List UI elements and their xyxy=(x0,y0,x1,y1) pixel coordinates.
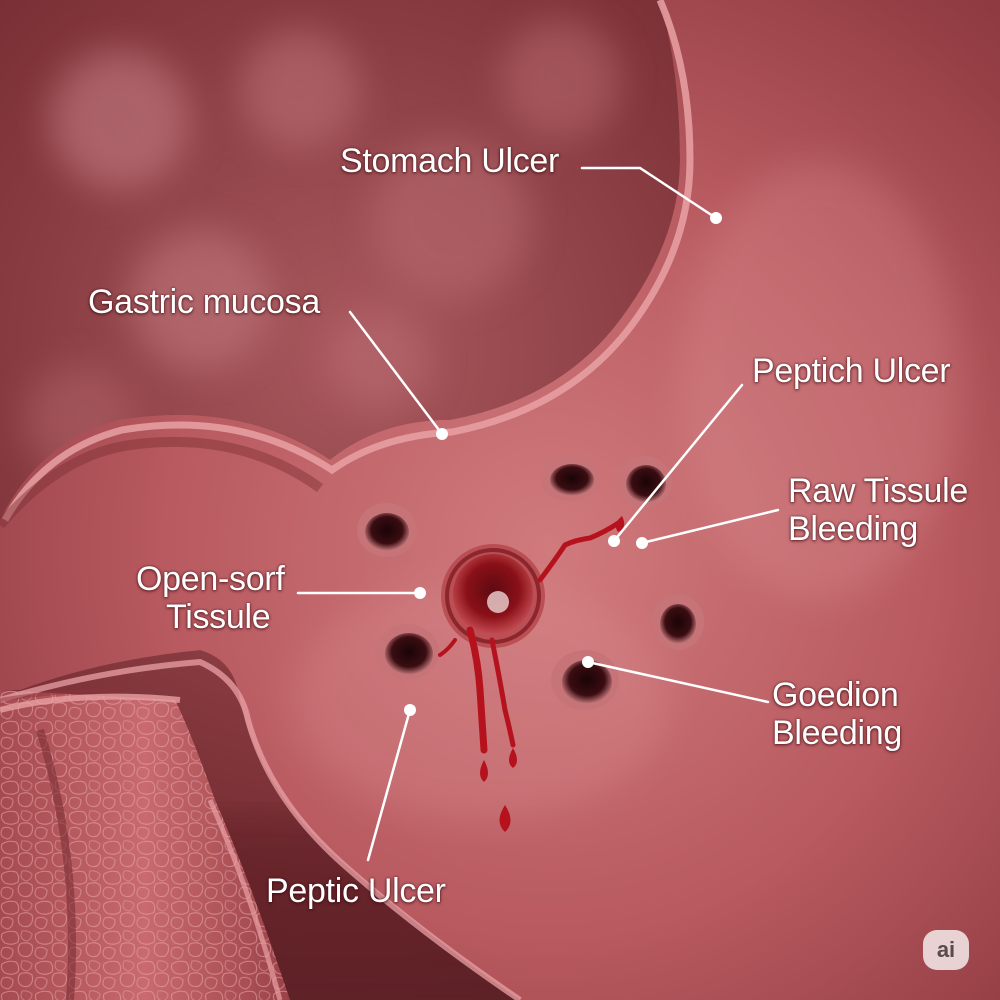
ulcer-hole xyxy=(540,455,600,501)
label-goedion-line-2: Bleeding xyxy=(772,714,902,752)
ulcer-holes xyxy=(357,455,704,710)
ulcer-hole xyxy=(357,503,417,557)
bleeding-crater xyxy=(441,544,545,648)
ulcer-hole xyxy=(616,456,672,508)
label-gastric-mucosa: Gastric mucosa xyxy=(88,283,320,321)
label-goedion-line-1: Goedion xyxy=(772,676,899,714)
blood-drops xyxy=(480,516,625,832)
leader-dots xyxy=(404,212,722,716)
leader-peptich-ulcer xyxy=(612,383,744,543)
label-goedion-bleeding: Goedion Bleeding xyxy=(772,676,902,752)
leader-peptic-ulcer xyxy=(366,708,412,862)
leader-raw-tissue-bleeding xyxy=(640,508,780,545)
label-open-sorf-line-2: Tissule xyxy=(166,598,271,636)
label-open-sorf-tissue: Open-sorf Tissule xyxy=(136,560,285,636)
label-stomach-ulcer-text: Stomach Ulcer xyxy=(340,142,560,180)
label-raw-tissue-line-2: Bleeding xyxy=(788,510,918,548)
leader-stomach-ulcer xyxy=(580,166,718,220)
ai-watermark-text: ai xyxy=(936,937,956,962)
ulcer-hole xyxy=(375,624,439,680)
leader-lines xyxy=(296,166,780,862)
label-peptic-ulcer: Peptic Ulcer xyxy=(266,872,446,910)
ai-watermark-badge: ai xyxy=(923,930,969,970)
label-gastric-mucosa-text: Gastric mucosa xyxy=(88,283,320,321)
leader-goedion-bleeding xyxy=(586,660,770,704)
ulcer-hole xyxy=(652,594,704,650)
leader-gastric-mucosa xyxy=(348,310,444,436)
label-peptich-ulcer: Peptich Ulcer xyxy=(752,352,951,390)
label-open-sorf-line-1: Open-sorf xyxy=(136,560,285,598)
label-raw-tissue-line-1: Raw Tissule xyxy=(788,472,968,510)
duodenum xyxy=(0,690,290,1000)
label-peptic-ulcer-text: Peptic Ulcer xyxy=(266,872,446,910)
label-peptich-ulcer-text: Peptich Ulcer xyxy=(752,352,951,390)
blood-streams xyxy=(438,519,623,754)
label-raw-tissue-bleeding: Raw Tissule Bleeding xyxy=(788,472,968,548)
label-stomach-ulcer: Stomach Ulcer xyxy=(340,142,559,180)
